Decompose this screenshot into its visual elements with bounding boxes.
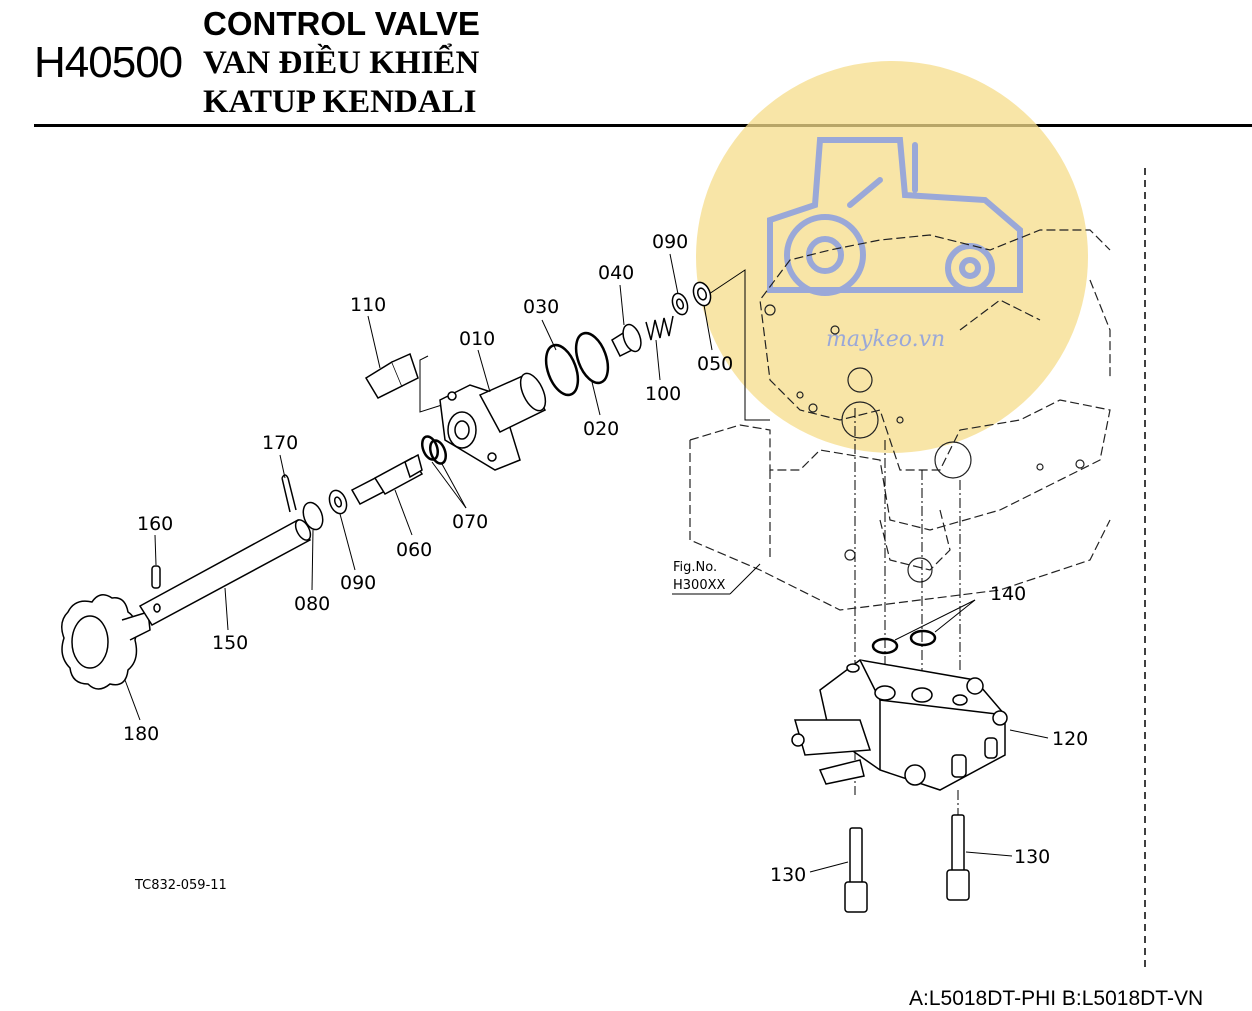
part-180-knob — [61, 594, 151, 690]
label-180: 180 — [123, 723, 159, 745]
part-130-bolt-left — [844, 827, 868, 913]
part-160-pin — [151, 565, 161, 589]
part-090-washer-upper — [671, 292, 689, 316]
part-080-snap-ring — [302, 501, 324, 531]
part-020-o-ring — [574, 331, 610, 385]
watermark-text: maykeo.vn — [826, 327, 945, 352]
label-070: 070 — [452, 511, 488, 533]
housing-port-details — [764, 304, 1085, 583]
label-030: 030 — [523, 296, 559, 318]
figure-ref-line2: H300XX — [673, 578, 725, 593]
leader-lines — [124, 253, 1049, 873]
label-120: 120 — [1052, 728, 1088, 750]
label-040: 040 — [598, 262, 634, 284]
part-150-shaft — [138, 518, 312, 626]
label-050: 050 — [697, 353, 733, 375]
assembly-axis-lines — [419, 269, 961, 815]
label-170: 170 — [262, 432, 298, 454]
part-040-poppet — [611, 323, 642, 358]
title-vietnamese: VAN ĐIỀU KHIỂN — [203, 45, 480, 81]
label-140: 140 — [990, 583, 1026, 605]
figure-ref-line1: Fig.No. — [673, 560, 717, 575]
watermark: maykeo.vn — [696, 61, 1088, 453]
part-050-seat — [692, 281, 712, 307]
part-090-washer-lower — [328, 489, 348, 515]
tractor-logo-icon — [767, 137, 1023, 296]
label-010: 010 — [459, 328, 495, 350]
applicable-models: A:L5018DT-PHI B:L5018DT-VN — [909, 987, 1204, 1010]
label-090-lower: 090 — [340, 572, 376, 594]
title-indonesian: KATUP KENDALI — [203, 84, 477, 120]
label-020: 020 — [583, 418, 619, 440]
part-130-bolt-right — [946, 814, 970, 901]
watermark-circle — [696, 61, 1088, 453]
part-140-o-rings — [871, 629, 937, 655]
label-130-left: 130 — [770, 864, 806, 886]
part-100-spring — [645, 315, 674, 341]
label-080: 080 — [294, 593, 330, 615]
drawing-code: TC832-059-11 — [134, 878, 227, 893]
title-english: CONTROL VALVE — [203, 5, 480, 42]
part-120-valve-block — [791, 659, 1008, 791]
label-150: 150 — [212, 632, 248, 654]
part-110-plug — [364, 352, 419, 399]
label-110: 110 — [350, 294, 386, 316]
part-060-spool — [350, 453, 424, 505]
part-170-cotter-pin — [281, 474, 297, 513]
transmission-housing — [689, 229, 1111, 611]
label-060: 060 — [396, 539, 432, 561]
part-070-o-rings — [420, 435, 448, 465]
label-100: 100 — [645, 383, 681, 405]
header-rule — [34, 124, 1252, 127]
part-030-o-ring — [544, 343, 580, 397]
label-160: 160 — [137, 513, 173, 535]
label-130-right: 130 — [1014, 846, 1050, 868]
label-090-upper: 090 — [652, 231, 688, 253]
part-010-valve-body — [439, 372, 547, 471]
part-group-code: H40500 — [34, 38, 183, 87]
